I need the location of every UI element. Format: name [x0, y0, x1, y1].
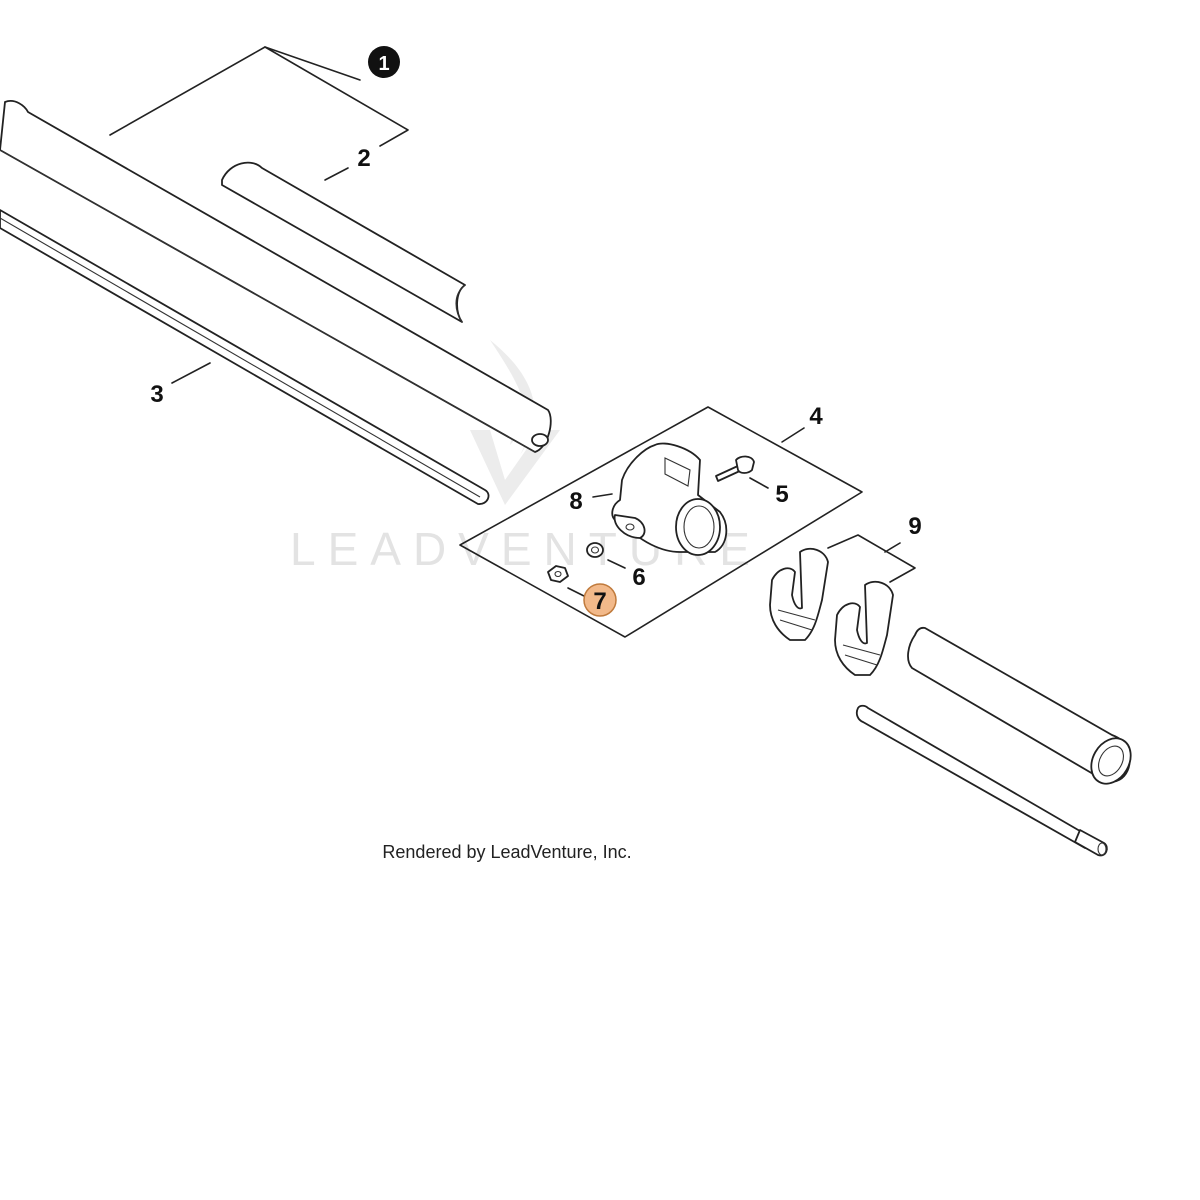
- part-6-washer: [586, 542, 604, 558]
- callout-3[interactable]: 3: [150, 381, 163, 408]
- callout-5[interactable]: 5: [775, 481, 788, 508]
- leader-4: [781, 427, 805, 443]
- part-5-bolt: [715, 455, 755, 482]
- part-2-shaft-cover: [221, 161, 466, 323]
- leader-3: [171, 362, 211, 384]
- callout-1-label: 1: [378, 53, 389, 75]
- leader-5: [749, 477, 769, 489]
- callout-9[interactable]: 9: [908, 513, 921, 540]
- kit-box-part-4: [459, 406, 863, 638]
- part-9-clip-b: [834, 581, 894, 676]
- callout-4[interactable]: 4: [809, 403, 823, 430]
- callout-6[interactable]: 6: [632, 564, 645, 591]
- assembly-bracket-9: [827, 534, 916, 583]
- callout-8[interactable]: 8: [569, 488, 582, 515]
- leader-7: [567, 587, 587, 598]
- callout-7-label: 7: [593, 588, 606, 615]
- lower-drive-tube: [907, 626, 1132, 785]
- assembly-bracket-1: [109, 46, 409, 147]
- part-8-clamp-housing: [611, 442, 728, 556]
- leader-6: [607, 559, 626, 569]
- leader-8: [592, 493, 613, 498]
- part-9-clip-a: [769, 548, 829, 641]
- leader-9: [884, 542, 901, 553]
- callout-7[interactable]: 7: [583, 583, 617, 617]
- credit-text: Rendered by LeadVenture, Inc.: [382, 842, 631, 862]
- part-7-nut: [547, 565, 569, 583]
- part-3-shaft-tube: [0, 100, 552, 505]
- lower-drive-shaft: [855, 704, 1108, 857]
- callout-1[interactable]: 1: [368, 46, 400, 78]
- callout-2[interactable]: 2: [357, 145, 370, 172]
- leader-2: [324, 167, 349, 181]
